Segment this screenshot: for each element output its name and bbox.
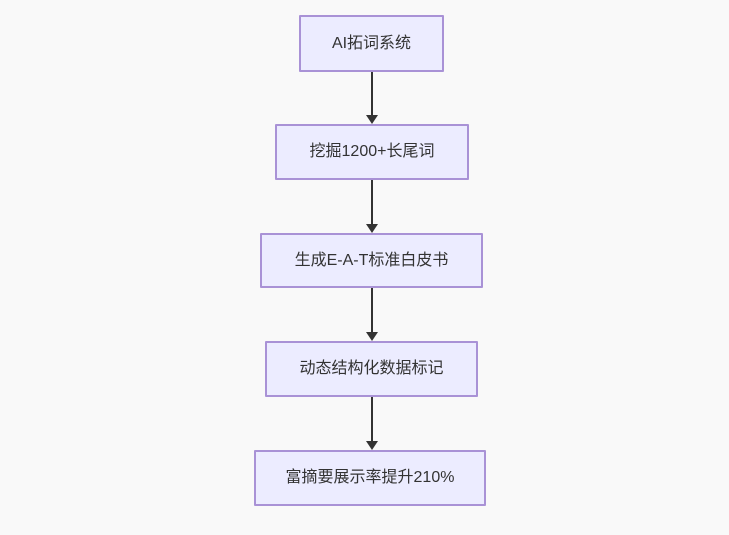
arrow-line	[370, 397, 373, 441]
arrow-head-icon	[365, 224, 378, 233]
flow-node-label: 富摘要展示率提升210%	[285, 469, 455, 487]
arrow-line	[370, 180, 373, 224]
flow-node-label: 挖掘1200+长尾词	[309, 143, 435, 161]
arrow-head-icon	[365, 441, 378, 450]
arrow-line	[370, 72, 373, 115]
flow-arrow	[365, 72, 378, 124]
flow-node-eat-whitepaper: 生成E-A-T标准白皮书	[260, 233, 483, 288]
flow-node-label: AI拓词系统	[331, 34, 412, 52]
arrow-head-icon	[365, 115, 378, 124]
arrow-head-icon	[365, 332, 378, 341]
flow-node-rich-snippet-result: 富摘要展示率提升210%	[254, 450, 486, 506]
flow-arrow	[365, 180, 378, 233]
flow-node-structured-data: 动态结构化数据标记	[265, 341, 478, 397]
flow-node-ai-keyword-system: AI拓词系统	[299, 15, 444, 72]
flow-node-label: 动态结构化数据标记	[299, 360, 444, 378]
flow-node-longtail-mining: 挖掘1200+长尾词	[275, 124, 469, 180]
flow-arrow	[365, 288, 378, 341]
flow-arrow	[365, 397, 378, 450]
arrow-line	[370, 288, 373, 332]
flow-node-label: 生成E-A-T标准白皮书	[294, 251, 449, 269]
